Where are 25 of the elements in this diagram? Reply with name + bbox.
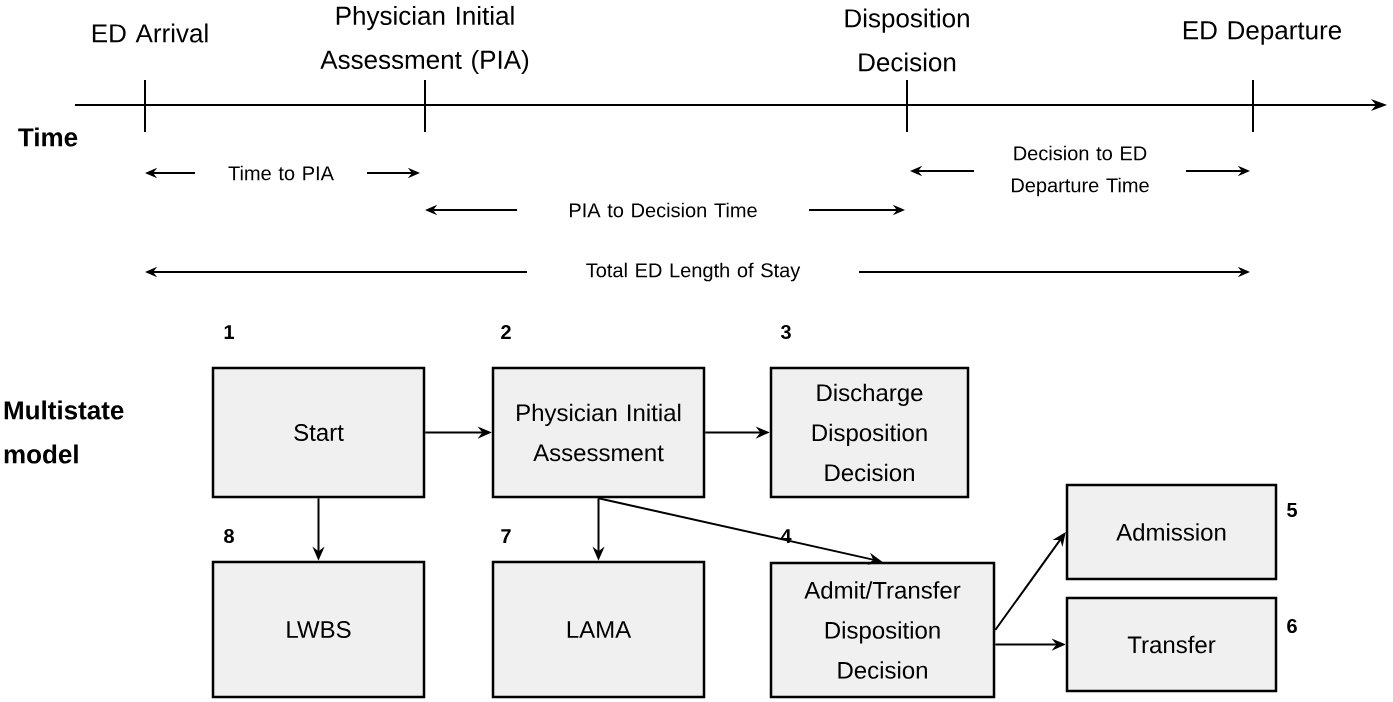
interval-label: PIA to Decision Time [517, 201, 809, 219]
section-title: Multistate model [4, 400, 124, 464]
state-box: Admission [1065, 483, 1278, 581]
state-number: 5 [1287, 503, 1297, 517]
interval-label: Time to PIA [195, 164, 367, 182]
state-box: LWBS [211, 560, 426, 699]
state-box: Physician Initial Assessment [491, 366, 706, 499]
state-box: LAMA [491, 560, 706, 699]
state-box: Discharge Disposition Decision [769, 366, 970, 499]
axis-title: Time [18, 127, 78, 147]
state-box: Transfer [1065, 596, 1278, 693]
state-box: Admit/Transfer Disposition Decision [769, 561, 996, 699]
event-label: ED Departure [1183, 21, 1341, 45]
state-box: Start [211, 366, 426, 499]
event-label: ED Arrival [92, 23, 208, 43]
interval-label: Decision to ED Departure Time [974, 144, 1186, 198]
interval-label: Total ED Length of Stay [527, 261, 859, 283]
event-label: Physician Initial Assessment (PIA) [320, 5, 529, 75]
state-number: 8 [224, 528, 234, 544]
event-label: Disposition Decision [845, 8, 969, 72]
state-number: 3 [780, 324, 791, 340]
state-number: 2 [501, 325, 511, 339]
state-number: 6 [1287, 618, 1297, 634]
state-number: 1 [224, 325, 234, 339]
state-number: 7 [501, 529, 511, 543]
